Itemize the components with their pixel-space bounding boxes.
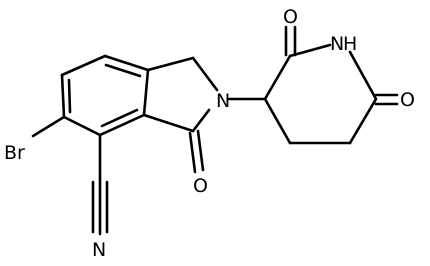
bond <box>288 43 332 58</box>
bonds <box>31 25 399 236</box>
bond <box>348 97 378 145</box>
bond <box>62 115 102 137</box>
bond <box>60 73 66 119</box>
bond <box>263 97 292 145</box>
imide-oxygen-right-label: O <box>400 89 415 111</box>
lactam-nitrogen-label: N <box>216 90 230 112</box>
bond <box>191 56 219 92</box>
bond <box>191 108 211 133</box>
bond <box>67 78 72 114</box>
bond <box>60 54 107 77</box>
bond <box>103 54 150 72</box>
bond <box>196 129 205 172</box>
bond <box>142 113 195 133</box>
imide-oxygen-upper-label: O <box>283 6 298 28</box>
bond <box>348 50 378 101</box>
lactam-oxygen-label: O <box>193 175 208 197</box>
bond <box>188 131 197 174</box>
imide-h-label: H <box>343 33 357 55</box>
bond <box>142 68 150 117</box>
bond <box>100 108 139 128</box>
bond <box>31 115 66 138</box>
bond <box>146 56 195 72</box>
imide-nh-label: N <box>330 33 344 55</box>
bromine-label: Br <box>4 142 25 164</box>
bond <box>263 54 292 101</box>
bond <box>104 63 142 78</box>
atom-labels: Br N O N N H O O <box>4 6 415 261</box>
nitrile-nitrogen-label: N <box>92 239 106 261</box>
bond <box>98 113 146 137</box>
